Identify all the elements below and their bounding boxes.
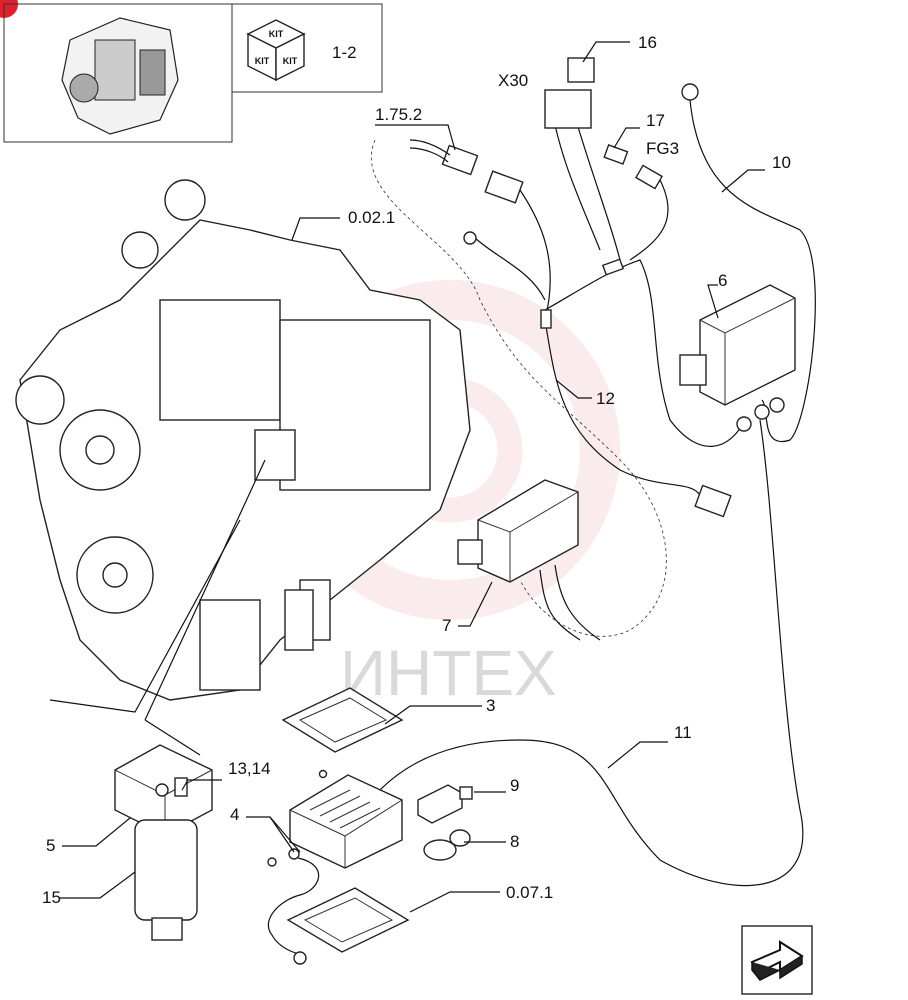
callout-4: 4 [230,805,239,824]
callout-8: 8 [510,832,519,851]
callout-13-14: 13,14 [228,759,271,778]
callout-labels: 16 X30 17 FG3 1.75.2 10 0.02.1 6 12 7 3 … [42,33,791,907]
next-page-arrow-icon [750,940,804,981]
kit-label-right: KIT [283,56,298,66]
terminal-cover-9[interactable] [417,784,473,824]
kit-label-top: KIT [269,29,284,39]
header-box: KIT KIT KIT 1-2 [3,3,383,143]
control-module-7[interactable] [457,479,601,641]
callout-x30: X30 [498,71,528,90]
corner-badge [0,0,18,18]
wiring-harness [409,99,746,518]
control-module-6[interactable] [679,284,796,432]
callout-15: 15 [42,888,61,907]
harness-outline-dashed [371,139,667,637]
callout-12: 12 [596,389,615,408]
engine-drawing [15,179,471,701]
kit-cube-icon: KIT KIT KIT [246,19,306,82]
engine-thumbnail-icon[interactable] [61,17,179,135]
callout-10: 10 [772,153,791,172]
relay-16[interactable] [544,57,595,129]
leader-lines [49,41,765,913]
callout-3: 3 [486,696,495,715]
callout-5: 5 [46,836,55,855]
callout-6: 6 [718,271,727,290]
ground-cable-10[interactable] [681,83,816,443]
watermark-text: ИНТЕХ [340,637,557,709]
terminal-clamp-8[interactable] [423,829,471,861]
callout-fg3: FG3 [646,139,679,158]
gasket-0-07-1[interactable] [286,887,410,953]
callout-16: 16 [638,33,657,52]
kit-range-label: 1-2 [332,43,357,62]
fuel-filter-assembly[interactable] [114,744,213,941]
callout-7: 7 [442,616,451,635]
callout-0-07-1: 0.07.1 [506,883,553,902]
fuse-17[interactable] [603,144,629,165]
preheater-box-4[interactable] [267,769,403,965]
callout-17: 17 [646,111,665,130]
callout-11: 11 [674,723,692,742]
gasket-3[interactable] [281,687,404,753]
callout-1-75-2: 1.75.2 [375,105,422,124]
kit-label-left: KIT [255,56,270,66]
callout-0-02-1: 0.02.1 [348,208,395,227]
cable-11[interactable] [379,419,804,887]
next-page-button[interactable] [741,925,813,995]
callout-9: 9 [510,776,519,795]
